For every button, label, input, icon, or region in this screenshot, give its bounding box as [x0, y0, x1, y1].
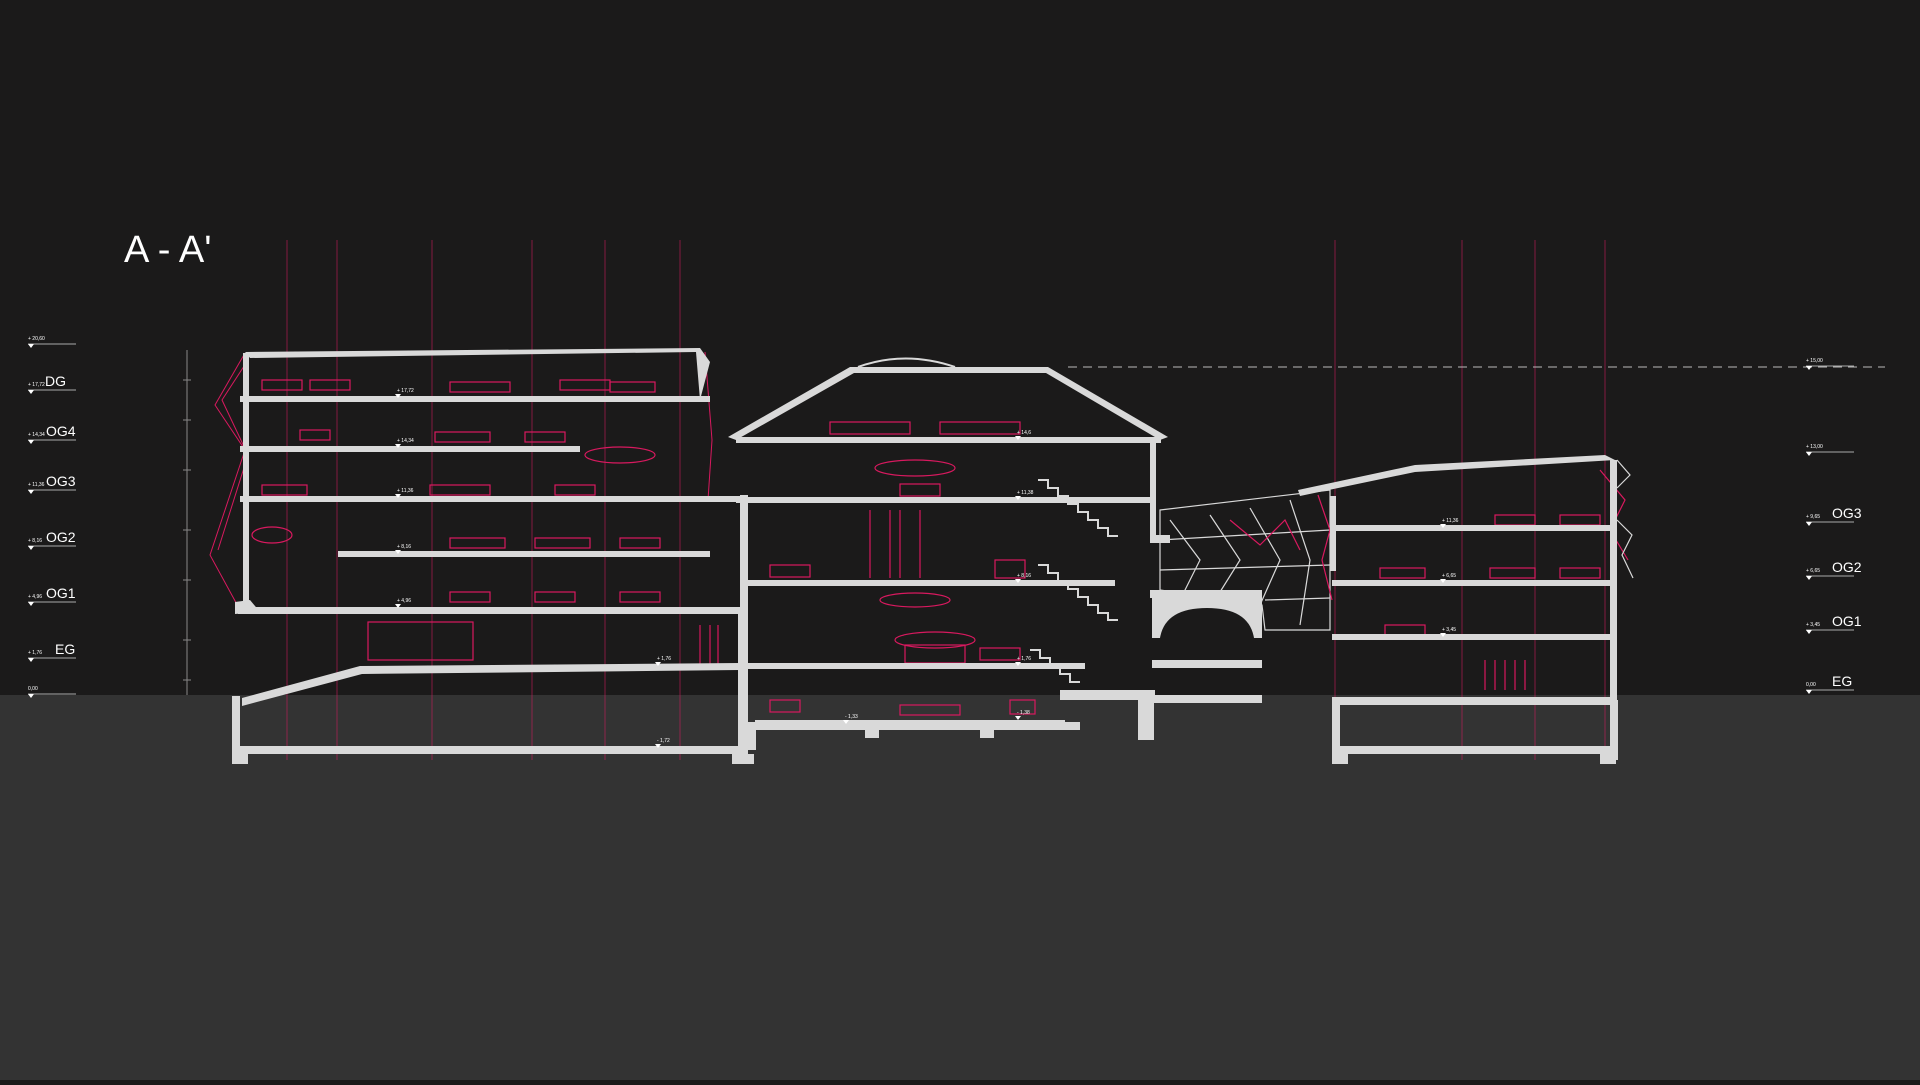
floor-elevation-mark: + 1,76: [1015, 656, 1031, 666]
floor-elevation-text: - 1,33: [845, 714, 858, 720]
floor-elevation-mark: + 1,76: [655, 656, 671, 666]
level-label: OG2: [1832, 559, 1862, 575]
level-label: OG3: [1832, 505, 1862, 521]
floor-elevation-mark: - 1,72: [655, 738, 670, 748]
level-label: EG: [1832, 673, 1852, 689]
floor-elevation-text: + 8,16: [397, 544, 411, 550]
level-elevation: + 1,76: [28, 650, 42, 656]
level-marker-left-og2: + 8,16 OG2: [28, 529, 76, 550]
floor-elevation-text: + 11,36: [1442, 518, 1459, 524]
level-elevation: + 8,16: [28, 538, 42, 544]
level-elevation: + 3,45: [1806, 622, 1820, 628]
middle-building-furniture: [769, 421, 1036, 716]
level-label: OG1: [1832, 613, 1862, 629]
level-elevation: 0,00: [28, 686, 38, 692]
level-marker-right-top: + 15,00: [1806, 358, 1854, 370]
level-marker-left-top: + 20,60: [28, 336, 76, 348]
level-marker-right-og2: + 6,65 OG2: [1806, 559, 1862, 580]
floor-elevation-mark: - 1,38: [1015, 710, 1030, 720]
floor-elevation-mark: + 14,6: [1015, 430, 1031, 440]
floor-elevation-text: - 1,38: [1017, 710, 1030, 716]
level-marker-left-ground: 0,00: [28, 686, 76, 698]
left-building-furniture: [251, 379, 719, 665]
level-label: OG3: [46, 473, 76, 489]
right-building-structure: [1298, 455, 1618, 764]
floor-elevation-text: + 11,36: [397, 488, 414, 494]
right-facade: [1616, 459, 1634, 579]
middle-building: [728, 357, 1170, 755]
floor-elevation-mark: + 11,36: [395, 488, 414, 498]
level-label: EG: [55, 641, 75, 657]
level-elevation: + 14,34: [28, 432, 45, 438]
level-label: OG2: [46, 529, 76, 545]
level-marker-right-og3: + 9,65 OG3: [1806, 505, 1862, 526]
level-label: OG4: [46, 423, 76, 439]
floor-elevation-text: + 14,34: [397, 438, 414, 444]
floor-elevation-mark: + 11,36: [1440, 518, 1459, 528]
floor-elevation-text: + 1,76: [657, 656, 671, 662]
right-building: [1298, 455, 1634, 764]
floor-elevation-mark: + 4,96: [395, 598, 411, 608]
middle-building-structure: [728, 357, 1170, 755]
floor-elevation-text: + 1,76: [1017, 656, 1031, 662]
left-facade-lines: [209, 351, 713, 611]
floor-elevations: + 17,72 + 14,34 + 11,36 + 8,16 + 4,96 + 1,76 +…: [395, 388, 1459, 748]
connector-volume: [1150, 489, 1333, 703]
floor-elevation-text: - 1,72: [657, 738, 670, 744]
level-marker-right-og1: + 3,45 OG1: [1806, 613, 1862, 634]
floor-elevation-text: + 8,16: [1017, 573, 1031, 579]
level-elevation: + 20,60: [28, 336, 45, 342]
level-marker-right-eg: 0,00 EG: [1806, 673, 1854, 694]
middle-stairs: [1030, 479, 1118, 683]
floor-elevation-mark: + 3,45: [1440, 627, 1456, 637]
section-title: A - A': [124, 229, 212, 271]
floor-elevation-text: + 14,6: [1017, 430, 1031, 436]
level-elevation: + 11,36: [28, 482, 45, 488]
floor-elevation-text: + 4,96: [397, 598, 411, 604]
level-elevation: + 4,96: [28, 594, 42, 600]
floor-elevation-mark: + 8,16: [395, 544, 411, 554]
level-label: OG1: [46, 585, 76, 601]
floor-elevation-mark: - 1,33: [843, 714, 858, 724]
floor-elevation-text: + 3,45: [1442, 627, 1456, 633]
level-elevation: + 6,65: [1806, 568, 1820, 574]
floor-elevation-mark: + 17,72: [395, 388, 414, 398]
floor-elevation-text: + 6,65: [1442, 573, 1456, 579]
floor-elevation-text: + 11,38: [1017, 490, 1034, 496]
level-label: DG: [45, 373, 66, 389]
level-elevation: + 9,65: [1806, 514, 1820, 520]
floor-elevation-mark: + 8,16: [1015, 573, 1031, 583]
floor-elevation-text: + 17,72: [397, 388, 414, 394]
level-elevation: + 17,72: [28, 382, 45, 388]
floor-elevation-mark: + 6,65: [1440, 573, 1456, 583]
left-dimension-chain: [183, 350, 191, 695]
level-marker-right-mid: + 13,00: [1806, 444, 1854, 456]
level-elevation: + 13,00: [1806, 444, 1823, 450]
floor-elevation-mark: + 14,34: [395, 438, 414, 448]
level-elevation: + 15,00: [1806, 358, 1823, 364]
floor-elevation-mark: + 11,38: [1015, 490, 1034, 500]
level-marker-left-og1: + 4,96 OG1: [28, 585, 76, 606]
level-marker-left-eg: + 1,76 EG: [28, 641, 76, 662]
level-elevation: 0,00: [1806, 682, 1816, 688]
